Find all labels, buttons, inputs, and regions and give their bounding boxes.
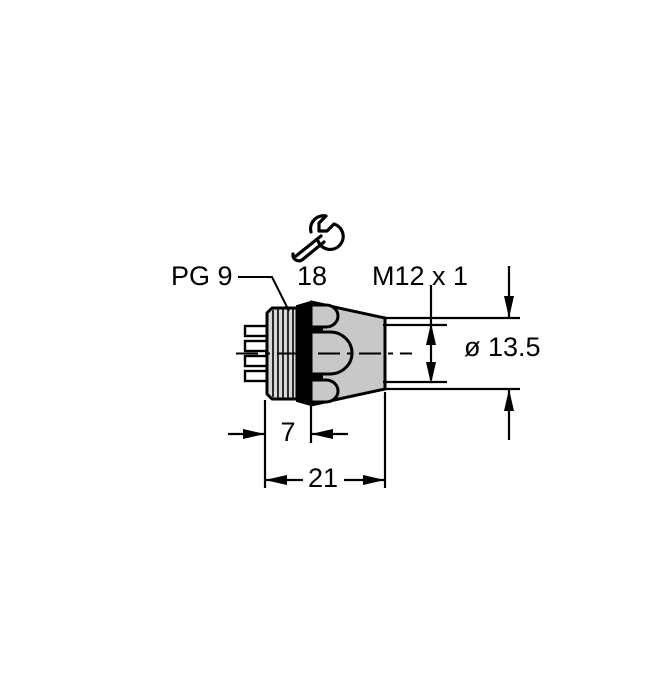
diameter-vertical-dimension (504, 266, 514, 440)
vertical-extension-lines (383, 316, 520, 391)
pg9-leader-line (238, 276, 290, 312)
m12-arrow-down (426, 362, 436, 384)
contact-pin (243, 369, 269, 383)
grip-cutout-top (309, 303, 340, 329)
m12-arrow-up (426, 323, 436, 345)
diameter-label: ø 13.5 (464, 332, 541, 362)
connector-assembly (236, 300, 412, 407)
contact-pin (243, 339, 269, 353)
seal-length-label: 7 (280, 417, 295, 447)
grip-cutouts (309, 303, 354, 404)
total-length-label: 21 (308, 463, 338, 493)
contact-pin (243, 354, 269, 368)
wrench-size-label: 18 (297, 261, 327, 291)
pg9-label: PG 9 (171, 261, 233, 291)
horizontal-extension-lines (263, 392, 387, 488)
total-length-dimension (265, 475, 385, 485)
contact-pin (243, 324, 269, 338)
total-arrow-right (363, 475, 385, 485)
seal-length-dimension (228, 429, 348, 439)
total-arrow-left (265, 475, 287, 485)
diameter-arrow-down (504, 296, 514, 318)
grip-cutout-bottom (309, 378, 340, 404)
seal-arrow-right (243, 429, 265, 439)
front-thread-label: M12 x 1 (372, 261, 468, 291)
seal-arrow-left (311, 429, 333, 439)
pg9-leader (238, 276, 290, 312)
m12-vertical-dimension (426, 285, 436, 384)
wrench-icon (291, 214, 345, 263)
diameter-arrow-up (504, 389, 514, 411)
